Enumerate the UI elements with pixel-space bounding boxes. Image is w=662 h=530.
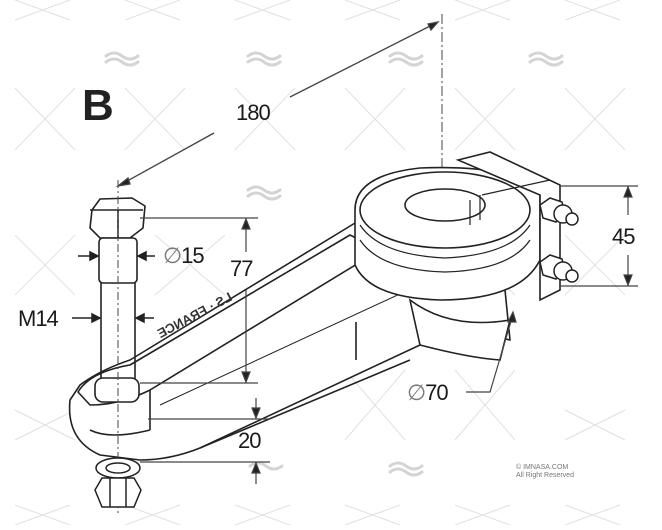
dimension-45-label: 45 bbox=[612, 224, 636, 249]
dimension-15-arrows bbox=[78, 250, 155, 262]
watermark-copyright: © IMNASA.COM All Right Reserved bbox=[516, 464, 574, 480]
watermark-grid bbox=[14, 0, 626, 526]
variant-label: B bbox=[82, 81, 114, 130]
diameter-symbol: ∅ bbox=[163, 243, 182, 268]
dimension-77-label: 77 bbox=[230, 256, 254, 281]
clamp-hub bbox=[354, 151, 561, 361]
dimension-20-label: 20 bbox=[238, 428, 262, 453]
dimension-45-line bbox=[560, 185, 638, 287]
dimension-15-value: 15 bbox=[181, 243, 205, 268]
wave-watermarks bbox=[104, 51, 564, 477]
dimension-70-label: ∅70 bbox=[407, 380, 449, 405]
dimension-180-line bbox=[115, 20, 440, 188]
dimension-m14-arrows bbox=[72, 312, 154, 324]
diameter-symbol: ∅ bbox=[407, 380, 426, 405]
watermark-line2: All Right Reserved bbox=[516, 472, 574, 479]
dimension-15-label: ∅15 bbox=[163, 243, 205, 268]
clamp-nuts bbox=[539, 197, 579, 283]
dimension-70-leader bbox=[466, 310, 517, 393]
bottom-nut bbox=[94, 457, 142, 508]
dimension-180-label: 180 bbox=[236, 100, 271, 125]
dimension-77-line bbox=[140, 217, 258, 384]
dimension-m14-label: M14 bbox=[18, 306, 59, 331]
dimension-70-value: 70 bbox=[425, 380, 449, 405]
watermark-line1: © IMNASA.COM bbox=[516, 464, 569, 471]
dimension-20-line bbox=[140, 398, 270, 484]
